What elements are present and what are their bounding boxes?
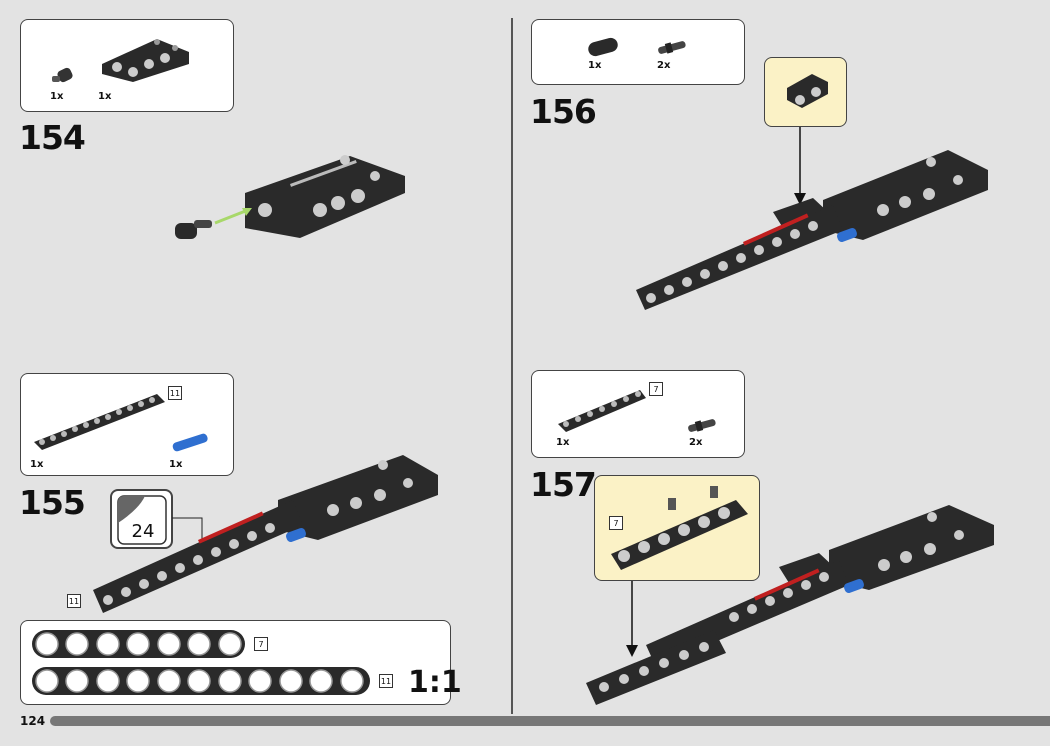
step-157-part-1-qty: 1x — [556, 437, 570, 448]
submodel-reference: 24 — [113, 491, 173, 551]
step-155-number: 155 — [19, 483, 86, 522]
step-155-parts-panel — [20, 373, 234, 476]
model-beam-length-badge: 11 — [67, 594, 81, 608]
callout-beam-badge: 7 — [609, 516, 623, 530]
pin-part-icon-2x — [658, 41, 686, 54]
step-154-part-2-qty: 1x — [98, 91, 112, 102]
callout-arrow — [794, 127, 806, 205]
step-155-part-1-qty: 1x — [30, 459, 44, 470]
beam-7-length-badge: 7 — [649, 382, 663, 396]
step-157-number: 157 — [530, 465, 597, 504]
page-number: 124 — [20, 714, 46, 728]
beam-length-badge: 11 — [168, 386, 182, 400]
pin-part-icon-157 — [688, 419, 716, 432]
page-progress-bar — [50, 716, 1050, 726]
step-156-part-1-qty: 1x — [588, 60, 602, 71]
blue-pin-part-icon — [172, 433, 208, 452]
beam-11-part-icon — [34, 394, 165, 450]
callout-157-arrow — [626, 581, 638, 657]
step-154-number: 154 — [19, 118, 86, 157]
ruler-7-label: 7 — [254, 637, 268, 651]
beam-11-ruler — [32, 667, 370, 695]
step-155-part-2-qty: 1x — [169, 459, 183, 470]
ruler-11-label: 11 — [379, 674, 393, 688]
scale-label: 1:1 — [408, 665, 462, 700]
step-157-assembly-illustration — [586, 505, 994, 705]
step-156-number: 156 — [530, 92, 597, 131]
connector-block-part-icon — [102, 39, 189, 82]
step-154-assembly-illustration — [175, 155, 405, 239]
step-154-part-1-qty: 1x — [50, 91, 64, 102]
beam-7-part-icon — [558, 390, 646, 432]
callout-connector-icon — [787, 74, 828, 108]
step-157-part-2-qty: 2x — [689, 437, 703, 448]
green-insert-arrow — [214, 208, 249, 225]
beam-7-ruler — [32, 630, 245, 658]
connector-part-icon — [588, 37, 618, 57]
page-divider — [511, 18, 513, 714]
step-156-part-2-qty: 2x — [657, 60, 671, 71]
step-155-assembly-illustration — [93, 455, 438, 613]
step-157-parts-panel — [531, 370, 745, 458]
callout-beam-with-pins — [611, 486, 748, 570]
pin-part-icon — [52, 67, 73, 83]
step-156-assembly-illustration — [636, 150, 988, 310]
page-curl-icon — [117, 495, 167, 545]
step-156-parts-panel — [531, 19, 745, 85]
submodel-page-number: 24 — [131, 521, 155, 542]
